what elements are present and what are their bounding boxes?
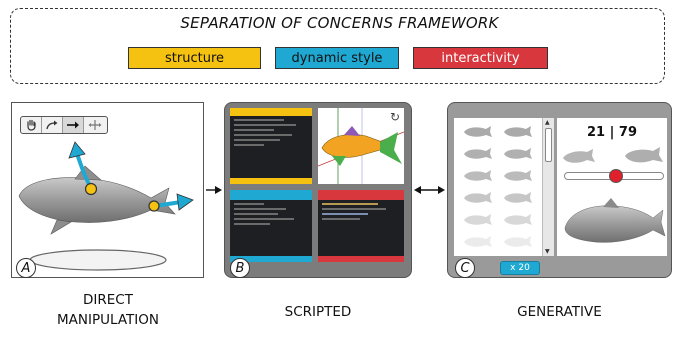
3d-viewport[interactable]: ↻ [317, 108, 405, 184]
gallery-fish-thumbnail [504, 148, 532, 159]
structure-code-editor[interactable] [230, 108, 312, 184]
arrow-a-to-b [206, 186, 222, 194]
gallery-fish-thumbnail [464, 236, 492, 247]
caption-generative: GENERATIVE [517, 304, 602, 320]
caption-scripted: SCRIPTED [284, 304, 352, 320]
readout-right: 79 [618, 125, 637, 140]
legend-chip-dynamic-style: dynamic style [275, 47, 399, 69]
direct-manipulation-scene [18, 141, 194, 271]
refresh-icon[interactable]: ↻ [389, 110, 400, 124]
gallery-fish-thumbnail [464, 126, 492, 137]
generate-count-button[interactable]: x 20 [500, 261, 540, 275]
rotate-handle [84, 182, 98, 196]
legend-box [10, 8, 665, 84]
tail-handle [148, 200, 160, 212]
panel-b-badge: B [230, 258, 250, 278]
caption-a-line1: DIRECT [83, 292, 133, 308]
interpolation-slider-knob[interactable] [609, 169, 623, 183]
readout-separator: | [605, 125, 619, 140]
source-fish-right [625, 147, 663, 163]
legend-chip-structure: structure [128, 47, 261, 69]
hand-icon[interactable] [21, 117, 42, 133]
gallery-fish-thumbnail [504, 214, 532, 225]
gallery-fish-thumbnail [504, 192, 532, 203]
style-code-editor[interactable] [230, 190, 312, 262]
gallery-fish-thumbnail [504, 126, 532, 137]
gallery-fish-thumbnail [504, 170, 532, 181]
scroll-up-icon[interactable]: ▲ [545, 119, 550, 126]
readout-left: 21 [587, 125, 606, 140]
gallery-thumbnails [464, 126, 532, 247]
panel-c-badge: C [455, 258, 475, 278]
caption-direct-manipulation: DIRECT MANIPULATION [0, 290, 216, 330]
curved-arrow-icon[interactable] [42, 117, 63, 133]
source-fish-left [563, 149, 595, 163]
interpolation-preview [563, 147, 666, 243]
caption-a-line2: MANIPULATION [57, 312, 159, 328]
interpolation-readout: 21 | 79 [557, 125, 667, 140]
panel-a-badge: A [16, 258, 36, 278]
manipulation-toolbar [20, 116, 108, 134]
interpolated-fish [564, 198, 666, 243]
gallery-fish-thumbnail [464, 214, 492, 225]
arrow-b-c-bidirectional [414, 186, 445, 194]
fish-model [18, 165, 176, 235]
scroll-down-icon[interactable]: ▼ [545, 248, 550, 255]
gallery-fish-thumbnail [504, 236, 532, 247]
interpolation-panel [557, 118, 667, 256]
straight-arrow-icon[interactable] [63, 117, 84, 133]
gallery-fish-thumbnail [464, 170, 492, 181]
gallery-fish-thumbnail [464, 148, 492, 159]
gallery-fish-thumbnail [464, 192, 492, 203]
colored-fish-preview [317, 108, 405, 184]
scroll-thumb[interactable] [545, 128, 552, 162]
legend-chip-interactivity: interactivity [413, 47, 548, 69]
fish-variation-gallery[interactable] [454, 118, 542, 256]
interactivity-code-editor[interactable] [318, 190, 404, 262]
legend-title: SEPARATION OF CONCERNS FRAMEWORK [180, 14, 499, 32]
resize-arrows-icon[interactable] [84, 117, 105, 133]
